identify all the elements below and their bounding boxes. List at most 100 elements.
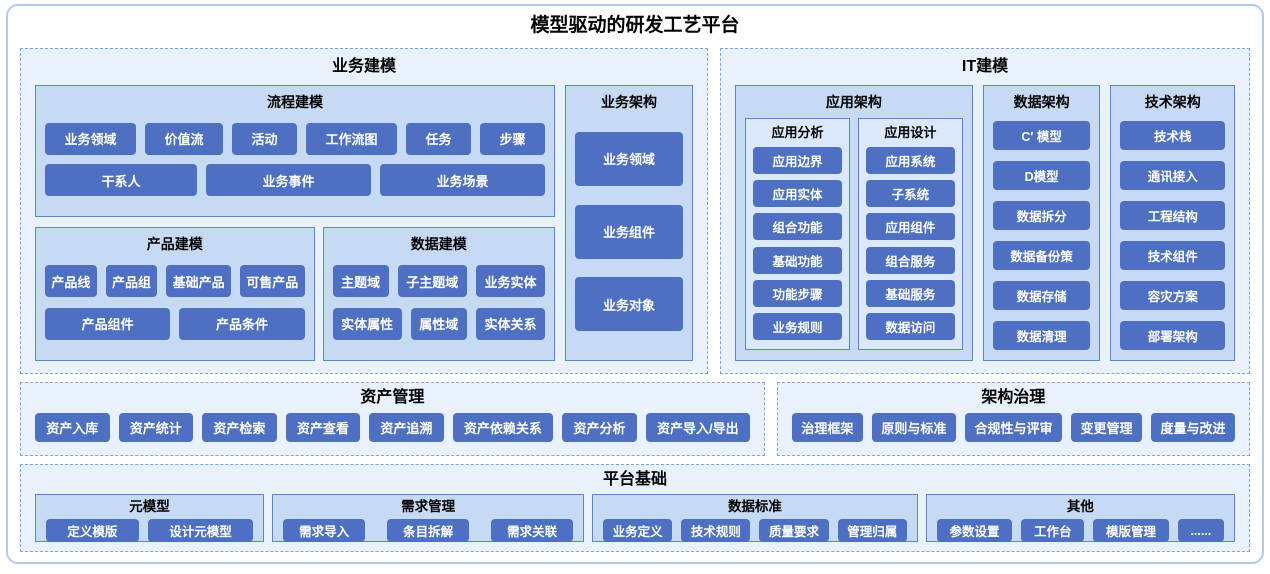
subpanel-application-design: 应用设计 应用系统 子系统 应用组件 组合服务 基础服务 数据访问 xyxy=(857,118,963,350)
panel-others: 其他 参数设置 工作台 模版管理 ...... xyxy=(925,494,1235,542)
diagram-node: 应用边界 xyxy=(753,147,842,174)
diagram-node: 设计元模型 xyxy=(147,519,254,542)
section-title-it-modeling: IT建模 xyxy=(961,58,1009,75)
panel-business-architecture: 业务架构 业务领域 业务组件 业务对象 xyxy=(565,85,693,361)
diagram-node: 技术规则 xyxy=(681,519,751,542)
section-title-business-modeling: 业务建模 xyxy=(331,58,396,75)
diagram-node: 产品线 xyxy=(45,265,97,298)
requirement-management-items: 需求导入 条目拆解 需求关联 xyxy=(283,519,574,542)
section-architecture-governance: 架构治理 治理框架 原则与标准 合规性与评审 变更管理 度量与改进 xyxy=(776,382,1250,456)
page-title: 模型驱动的研发工艺平台 xyxy=(530,15,740,36)
diagram-node: 业务事件 xyxy=(206,164,371,197)
panel-application-architecture: 应用架构 应用分析 应用边界 应用实体 组合功能 基础功能 功能步骤 业务规则 xyxy=(735,85,973,361)
diagram-node: 业务定义 xyxy=(603,519,673,542)
panel-title-meta-model: 元模型 xyxy=(129,499,170,514)
diagram-node: 资产导入/导出 xyxy=(645,413,750,442)
diagram-node: 业务领域 xyxy=(575,131,683,186)
diagram-node: 产品组 xyxy=(105,265,158,298)
diagram-node: 可售产品 xyxy=(239,265,305,298)
diagram-node: 价值流 xyxy=(145,122,223,155)
diagram-node: 合规性与评审 xyxy=(964,413,1062,442)
data-modeling-row-2: 实体属性 属性域 实体关系 xyxy=(332,307,546,340)
platform-foundation-body: 元模型 定义模版 设计元模型 需求管理 需求导入 条目拆解 需求关联 数据标准 … xyxy=(35,494,1235,542)
diagram-node: 功能步骤 xyxy=(753,279,842,307)
diagram-node: 资产检索 xyxy=(202,413,277,442)
diagram-node: 工作流图 xyxy=(306,122,397,155)
data-modeling-row-1: 主题域 子主题域 业务实体 xyxy=(332,265,546,298)
diagram-node: 工程结构 xyxy=(1120,201,1225,230)
data-standard-items: 业务定义 技术规则 质量要求 管理归属 xyxy=(603,519,907,542)
product-modeling-rows: 产品线 产品组 基础产品 可售产品 产品组件 产品条件 xyxy=(45,255,305,350)
management-row: 资产管理 资产入库 资产统计 资产检索 资产查看 资产追溯 资产依赖关系 资产分… xyxy=(20,382,1250,456)
subpanel-title-application-analysis: 应用分析 xyxy=(771,125,824,140)
business-modeling-bottom-row: 产品建模 产品线 产品组 基础产品 可售产品 产品组件 xyxy=(35,227,555,361)
subpanel-title-application-design: 应用设计 xyxy=(884,125,937,140)
diagram-node: 技术栈 xyxy=(1120,121,1225,150)
process-row-1: 业务领域 价值流 活动 工作流图 任务 步骤 xyxy=(45,122,545,155)
diagram-node: 需求导入 xyxy=(283,519,366,542)
diagram-node: 数据备份策 xyxy=(992,241,1091,270)
section-business-modeling: 业务建模 流程建模 业务领域 价值流 活动 工作流图 任务 步骤 xyxy=(20,48,708,374)
others-items: 参数设置 工作台 模版管理 ...... xyxy=(936,519,1225,542)
diagram-node: 治理框架 xyxy=(791,413,863,442)
product-row-2: 产品组件 产品条件 xyxy=(45,307,305,340)
section-title-architecture-governance: 架构治理 xyxy=(981,389,1046,406)
diagram-node: 子系统 xyxy=(865,180,955,208)
diagram-node: 管理归属 xyxy=(837,519,907,542)
business-architecture-items: 业务领域 业务组件 业务对象 xyxy=(575,113,683,350)
panel-title-data-architecture: 数据架构 xyxy=(1013,94,1070,110)
meta-model-items: 定义模版 设计元模型 xyxy=(46,519,254,542)
diagram-node: 度量与改进 xyxy=(1151,413,1236,442)
panel-process-modeling: 流程建模 业务领域 价值流 活动 工作流图 任务 步骤 干系 xyxy=(35,85,555,217)
diagram-node: 基础服务 xyxy=(865,279,955,307)
diagram-node: 数据清理 xyxy=(992,321,1091,350)
diagram-node: 主题域 xyxy=(332,265,389,298)
diagram-node: 变更管理 xyxy=(1070,413,1142,442)
business-modeling-body: 流程建模 业务领域 价值流 活动 工作流图 任务 步骤 干系 xyxy=(35,85,693,361)
technology-architecture-items: 技术栈 通讯接入 工程结构 技术组件 容灾方案 部署架构 xyxy=(1120,121,1225,350)
diagram-node: 数据拆分 xyxy=(992,201,1091,230)
diagram-node: 组合服务 xyxy=(865,246,955,274)
platform-diagram: 模型驱动的研发工艺平台 业务建模 流程建模 业务领域 价值流 活动 工作流图 xyxy=(6,4,1264,564)
panel-title-others: 其他 xyxy=(1066,499,1094,514)
section-platform-foundation: 平台基础 元模型 定义模版 设计元模型 需求管理 需求导入 条目拆解 需求关联 … xyxy=(20,464,1250,552)
diagram-node: 业务规则 xyxy=(753,312,842,340)
diagram-node: 基础产品 xyxy=(166,265,231,298)
diagram-node: 模版管理 xyxy=(1093,519,1169,542)
panel-title-process-modeling: 流程建模 xyxy=(267,94,323,110)
panel-meta-model: 元模型 定义模版 设计元模型 xyxy=(35,494,265,542)
diagram-node: 组合功能 xyxy=(753,213,842,241)
data-modeling-rows: 主题域 子主题域 业务实体 实体属性 属性域 实体关系 xyxy=(332,255,546,350)
section-asset-management: 资产管理 资产入库 资产统计 资产检索 资产查看 资产追溯 资产依赖关系 资产分… xyxy=(20,382,765,456)
subpanel-application-analysis: 应用分析 应用边界 应用实体 组合功能 基础功能 功能步骤 业务规则 xyxy=(745,118,850,350)
diagram-node: 数据访问 xyxy=(865,312,955,340)
section-title-asset-management: 资产管理 xyxy=(360,389,425,406)
panel-data-modeling: 数据建模 主题域 子主题域 业务实体 实体属性 属性域 xyxy=(322,227,555,361)
panel-requirement-management: 需求管理 需求导入 条目拆解 需求关联 xyxy=(272,494,585,542)
diagram-node: 干系人 xyxy=(45,164,197,197)
diagram-node: ...... xyxy=(1177,519,1225,542)
diagram-node: 应用实体 xyxy=(753,180,842,208)
panel-product-modeling: 产品建模 产品线 产品组 基础产品 可售产品 产品组件 xyxy=(35,227,315,361)
it-modeling-body: 应用架构 应用分析 应用边界 应用实体 组合功能 基础功能 功能步骤 业务规则 xyxy=(735,85,1235,361)
diagram-node: 条目拆解 xyxy=(387,519,470,542)
diagram-node: D模型 xyxy=(992,161,1091,190)
diagram-node: 应用系统 xyxy=(865,147,955,174)
diagram-node: 实体属性 xyxy=(332,307,402,340)
product-row-1: 产品线 产品组 基础产品 可售产品 xyxy=(45,265,305,298)
application-architecture-subpanels: 应用分析 应用边界 应用实体 组合功能 基础功能 功能步骤 业务规则 xyxy=(745,118,963,350)
diagram-node: 数据存储 xyxy=(992,281,1091,310)
diagram-node: 技术组件 xyxy=(1120,241,1225,270)
application-design-items: 应用系统 子系统 应用组件 组合服务 基础服务 数据访问 xyxy=(865,147,955,340)
diagram-node: 属性域 xyxy=(410,307,467,340)
panel-technology-architecture: 技术架构 技术栈 通讯接入 工程结构 技术组件 容灾方案 部署架构 xyxy=(1110,85,1235,361)
diagram-node: C′ 模型 xyxy=(992,121,1091,150)
diagram-node: 资产追溯 xyxy=(369,413,444,442)
section-title-platform-foundation: 平台基础 xyxy=(602,471,667,488)
asset-management-items: 资产入库 资产统计 资产检索 资产查看 资产追溯 资产依赖关系 资产分析 资产导… xyxy=(35,413,750,442)
section-it-modeling: IT建模 应用架构 应用分析 应用边界 应用实体 组合功能 基础功能 功能步骤 xyxy=(720,48,1250,374)
diagram-node: 应用组件 xyxy=(865,213,955,241)
diagram-node: 质量要求 xyxy=(759,519,829,542)
diagram-node: 产品条件 xyxy=(179,307,305,340)
diagram-node: 业务领域 xyxy=(45,122,136,155)
